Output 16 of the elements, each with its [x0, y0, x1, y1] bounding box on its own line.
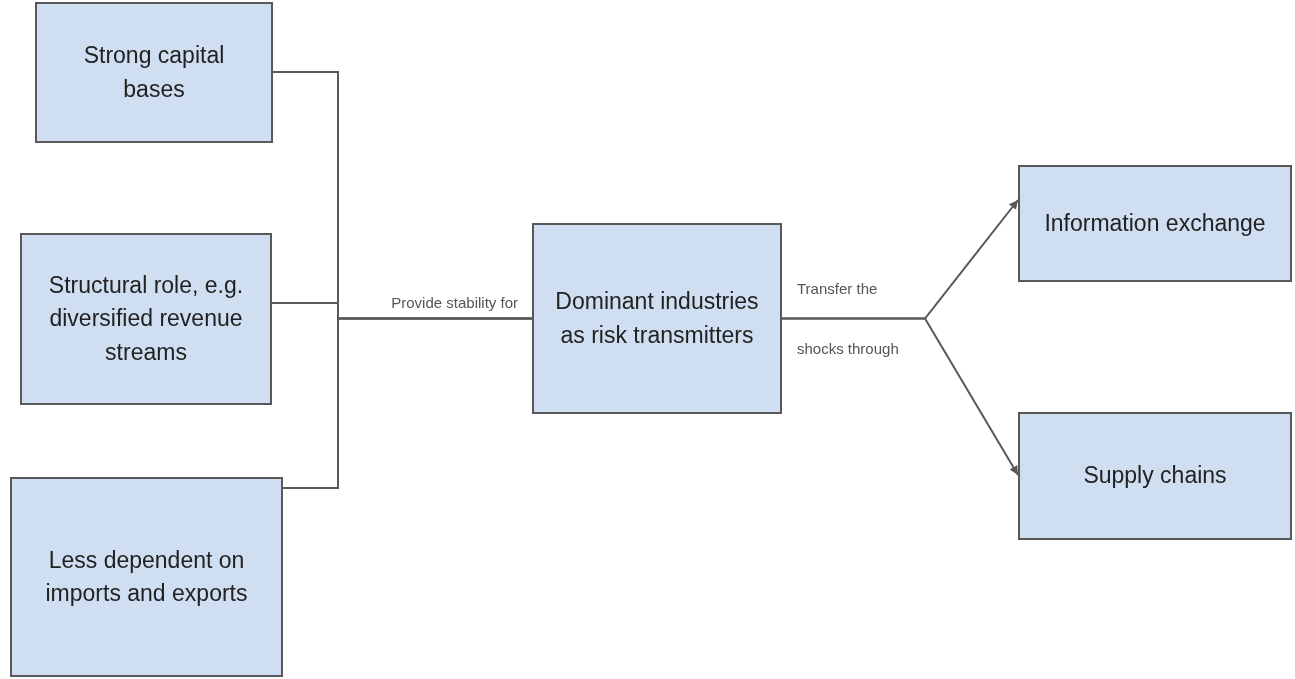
edge-label: Provide stability for [389, 294, 520, 311]
process-box [1018, 165, 1292, 282]
box-label: Strong capital bases [82, 41, 226, 104]
process-box [20, 233, 272, 405]
process-box [10, 477, 283, 677]
edge-label: Transfer the shocks through [796, 278, 900, 359]
arrow [781, 317, 1019, 476]
box-label: Information exchange [1044, 208, 1266, 238]
process-box [35, 2, 273, 143]
box-label: Less dependent on imports and exports [44, 545, 249, 608]
connector-line [282, 317, 533, 489]
process-box [1018, 412, 1292, 540]
process-box [532, 223, 782, 414]
box-label: Dominant industries as risk transmitters [554, 287, 760, 350]
box-label: Structural role, e.g. diversified revenue streams [47, 271, 245, 367]
box-label: Supply chains [1083, 461, 1227, 491]
